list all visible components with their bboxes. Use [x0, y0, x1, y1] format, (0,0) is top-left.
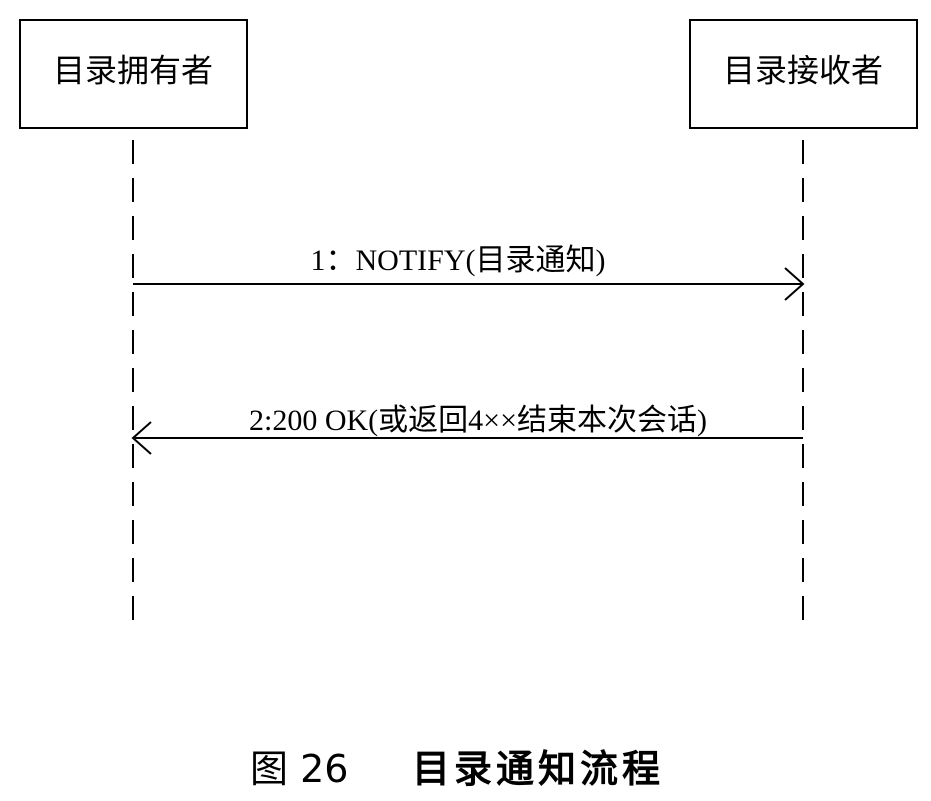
- participant-owner-box: [19, 19, 248, 129]
- message-2-arrowhead: [131, 421, 152, 455]
- message-2: 2:200 OK(或返回4××结束本次会话): [131, 404, 803, 455]
- message-1-label: 1：NOTIFY(目录通知): [311, 244, 606, 277]
- participant-owner: 目录拥有者: [19, 19, 248, 129]
- message-2-label: 2:200 OK(或返回4××结束本次会话): [249, 404, 707, 437]
- participant-receiver-label: 目录接收者: [723, 52, 883, 88]
- caption-title: 目录通知流程: [412, 747, 664, 791]
- message-1: 1：NOTIFY(目录通知): [133, 244, 805, 301]
- participant-receiver: 目录接收者: [689, 19, 918, 129]
- message-1-arrowhead: [784, 267, 805, 301]
- participant-receiver-box: [689, 19, 918, 129]
- caption-number: 图 26: [250, 747, 348, 791]
- participant-owner-label: 目录拥有者: [53, 52, 213, 88]
- figure-caption: 图 26 目录通知流程: [250, 747, 664, 791]
